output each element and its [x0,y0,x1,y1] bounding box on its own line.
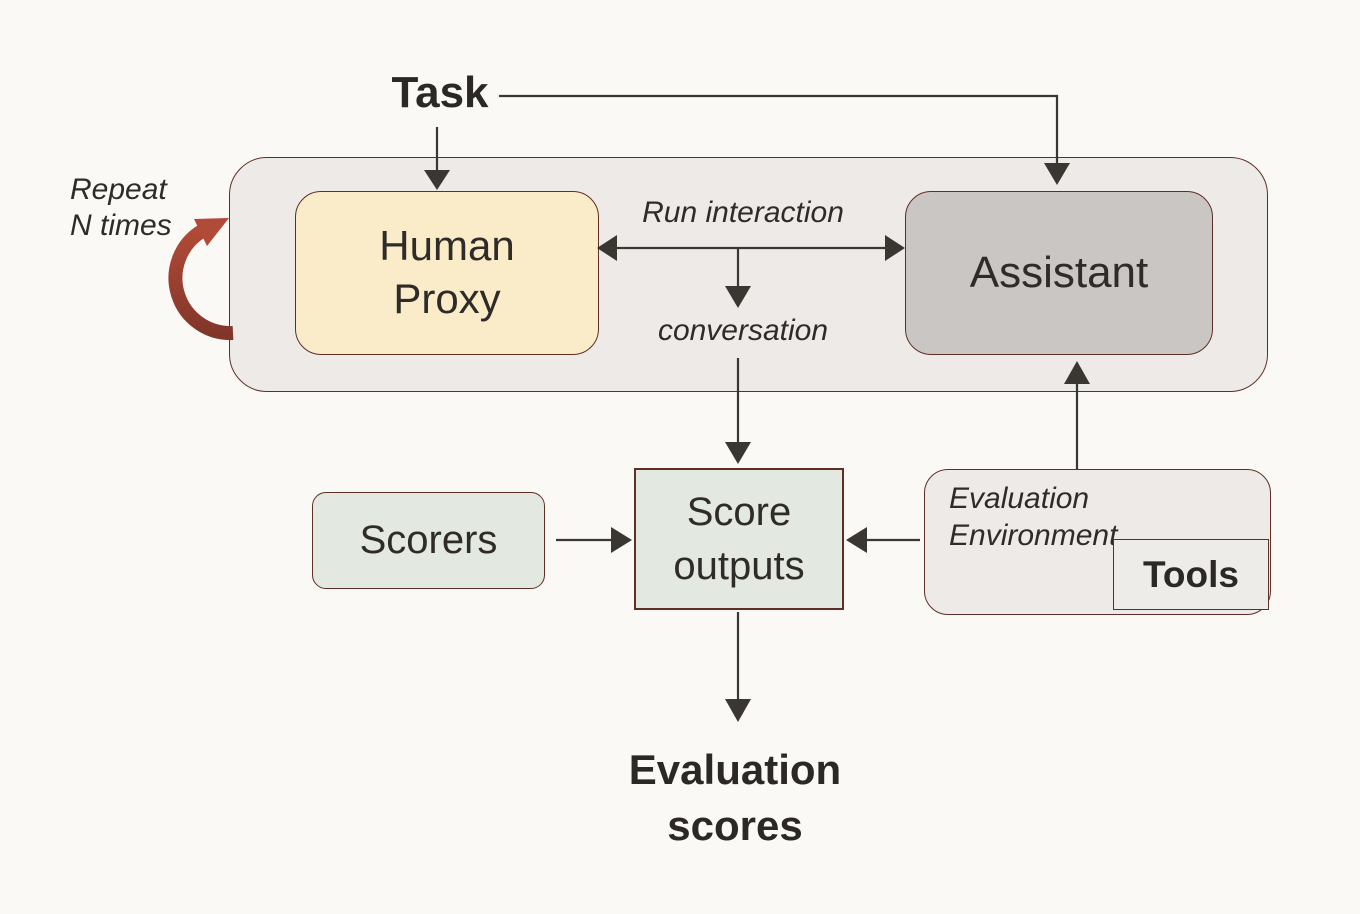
arrow-evalenv-to-score-outputs [846,527,920,553]
tools-node: Tools [1113,539,1269,610]
evaluation-environment-node: Evaluation Environment [924,469,1271,615]
scorers-label: Scorers [359,518,498,562]
score-outputs-node: Score outputs [634,468,844,610]
assistant-node: Assistant [905,191,1213,355]
scorers-node: Scorers [312,492,545,589]
human-proxy-label: Human Proxy [379,222,515,322]
evaluation-environment-label: Evaluation Environment [949,482,1118,553]
human-proxy-node: Human Proxy [295,191,599,355]
conversation-label: conversation [657,314,829,347]
task-label: Task [391,68,489,117]
arrow-score-outputs-to-evaluation-scores [725,612,751,722]
evaluation-scores-label: Evaluation scores [628,746,842,849]
repeat-n-times-label: Repeat N times [70,173,172,242]
arrow-scorers-to-score-outputs [556,527,632,553]
run-interaction-label: Run interaction [642,196,844,229]
tools-label: Tools [1143,553,1239,595]
score-outputs-label: Score outputs [673,490,805,588]
assistant-label: Assistant [969,248,1149,297]
